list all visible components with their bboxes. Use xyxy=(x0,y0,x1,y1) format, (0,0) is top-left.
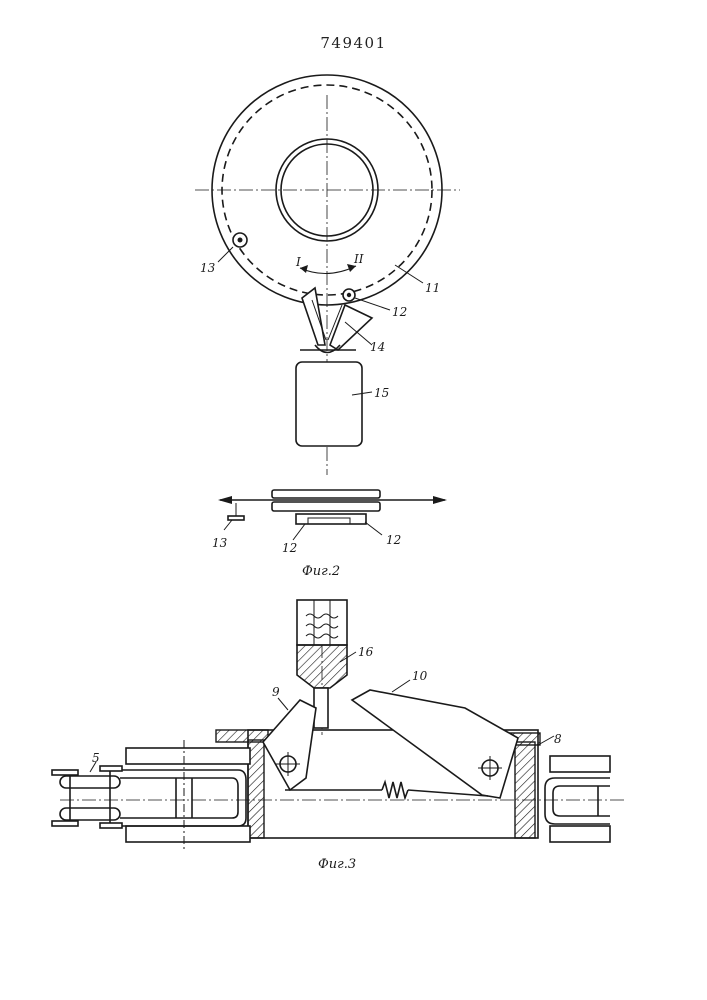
label-12-bottom-left: 12 xyxy=(282,541,297,555)
side-view-disc-top xyxy=(272,490,380,498)
label-16: 16 xyxy=(358,645,374,659)
label-13-top: 13 xyxy=(200,261,216,275)
label-direction-I: I xyxy=(295,255,301,269)
chain-cap-right-top xyxy=(100,766,122,771)
chain-link-bottom xyxy=(60,808,120,820)
left-yoke-inner xyxy=(120,778,238,818)
label-direction-II: II xyxy=(353,252,364,266)
label-11: 11 xyxy=(425,281,440,295)
lever-10 xyxy=(352,690,518,798)
label-13-bottom: 13 xyxy=(212,536,228,550)
right-yoke-inner xyxy=(553,786,610,816)
leader-9 xyxy=(278,698,288,710)
label-15: 15 xyxy=(374,386,389,400)
chain-cap-left-top xyxy=(52,770,78,775)
frame-top-plate-left xyxy=(216,730,268,742)
leader-12-bottom-right xyxy=(365,522,382,535)
right-roller-top xyxy=(550,756,610,772)
label-12-top: 12 xyxy=(392,305,407,319)
lever-9 xyxy=(263,700,316,790)
plunger-housing xyxy=(297,600,347,645)
fig3-caption: Фиг.3 xyxy=(318,857,356,872)
fig3-drawing xyxy=(52,600,625,850)
leader-13-bottom xyxy=(224,520,232,530)
right-yoke-outer xyxy=(545,778,610,824)
spindle-tip-right xyxy=(433,496,447,504)
right-roller-bottom xyxy=(550,826,610,842)
pin-12-center xyxy=(347,293,351,297)
label-10: 10 xyxy=(412,669,428,683)
funnel-left-wall xyxy=(302,288,325,345)
plunger-head xyxy=(297,645,347,688)
spindle-tip-left xyxy=(218,496,232,504)
left-roller-bottom xyxy=(126,826,250,842)
fig2-caption: Фиг.2 xyxy=(302,564,340,579)
leader-13 xyxy=(218,247,233,262)
label-9: 9 xyxy=(272,685,280,699)
label-5: 5 xyxy=(92,751,100,765)
chain-link-top xyxy=(60,776,120,788)
label-12-bottom-right: 12 xyxy=(386,533,401,547)
leader-12-bottom-left xyxy=(293,524,305,540)
side-view-bracket xyxy=(296,514,366,524)
chain-cap-right-bottom xyxy=(100,823,122,828)
fig2-drawing xyxy=(195,75,460,540)
pin-13-center xyxy=(238,238,243,243)
frame-right-wall-8 xyxy=(515,742,535,838)
tension-spring xyxy=(382,782,408,798)
leader-10 xyxy=(392,680,410,692)
left-roller-top xyxy=(126,748,250,764)
label-14: 14 xyxy=(370,340,385,354)
side-view-disc-bottom xyxy=(272,502,380,511)
direction-arc xyxy=(300,266,356,274)
leader-12 xyxy=(355,298,390,310)
label-8: 8 xyxy=(554,732,562,746)
pin-13-foot xyxy=(228,516,244,520)
chain-cap-left-bottom xyxy=(52,821,78,826)
arrow-head-left xyxy=(300,265,308,273)
container-15 xyxy=(296,362,362,446)
